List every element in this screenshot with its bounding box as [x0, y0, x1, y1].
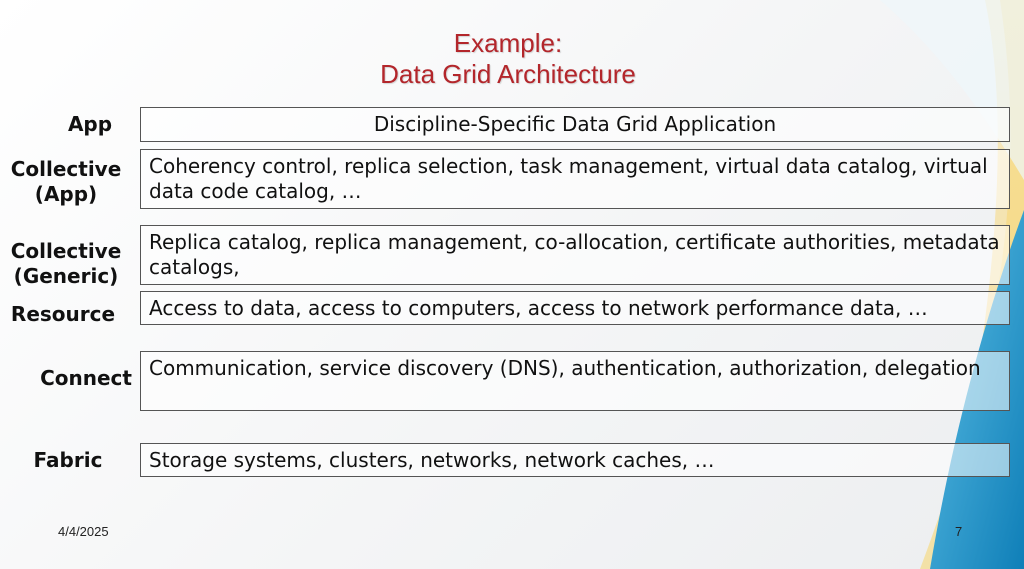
slide-number: 7 [955, 524, 963, 539]
layer-label-collective-generic: Collective (Generic) [10, 239, 122, 288]
title-line-2: Data Grid Architecture [380, 59, 636, 89]
layer-box-app: Discipline-Specific Data Grid Applicatio… [140, 107, 1010, 142]
layer-box-connect: Communication, service discovery (DNS), … [140, 351, 1010, 411]
layer-label-connect: Connect [40, 366, 132, 390]
layer-box-resource: Access to data, access to computers, acc… [140, 291, 1010, 325]
layer-box-collective-app: Coherency control, replica selection, ta… [140, 149, 1010, 209]
layer-label-resource: Resource [10, 302, 116, 326]
layer-box-fabric: Storage systems, clusters, networks, net… [140, 443, 1010, 477]
layer-box-collective-generic: Replica catalog, replica management, co-… [140, 225, 1010, 285]
layer-label-app: App [67, 112, 113, 136]
layer-label-fabric: Fabric [33, 448, 103, 472]
layer-label-collective-app: Collective (App) [10, 157, 122, 206]
title-line-1: Example: [453, 28, 563, 58]
slide-title: Example: Data Grid Architecture [290, 28, 726, 90]
slide-date: 4/4/2025 [58, 524, 109, 539]
